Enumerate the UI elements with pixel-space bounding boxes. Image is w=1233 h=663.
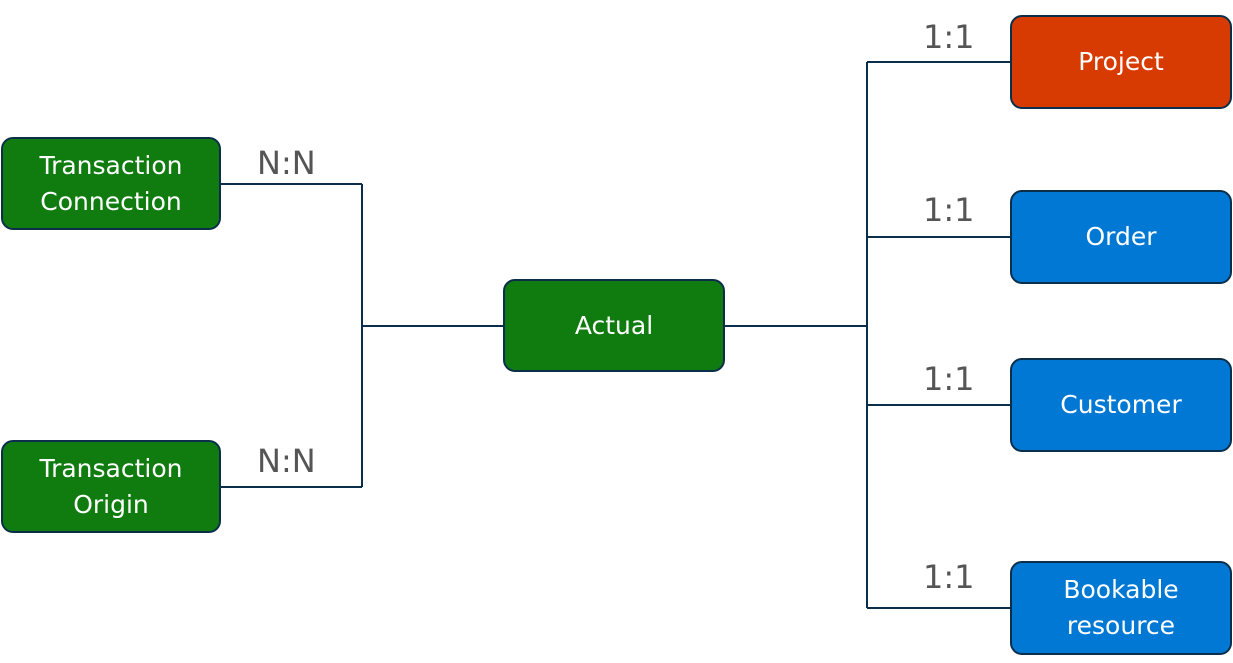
label-transaction-connection-cardinality: N:N	[257, 144, 316, 182]
node-customer: Customer	[1010, 358, 1232, 452]
label-project-cardinality: 1:1	[923, 18, 975, 56]
node-transaction-origin: Transaction Origin	[1, 440, 221, 533]
label-bookable-resource-cardinality: 1:1	[923, 558, 975, 596]
node-project: Project	[1010, 15, 1232, 109]
label-order-cardinality: 1:1	[923, 191, 975, 229]
node-order: Order	[1010, 190, 1232, 284]
node-transaction-connection: Transaction Connection	[1, 137, 221, 230]
label-customer-cardinality: 1:1	[923, 360, 975, 398]
node-bookable-resource: Bookable resource	[1010, 561, 1232, 655]
node-actual: Actual	[503, 279, 725, 372]
label-transaction-origin-cardinality: N:N	[257, 442, 316, 480]
